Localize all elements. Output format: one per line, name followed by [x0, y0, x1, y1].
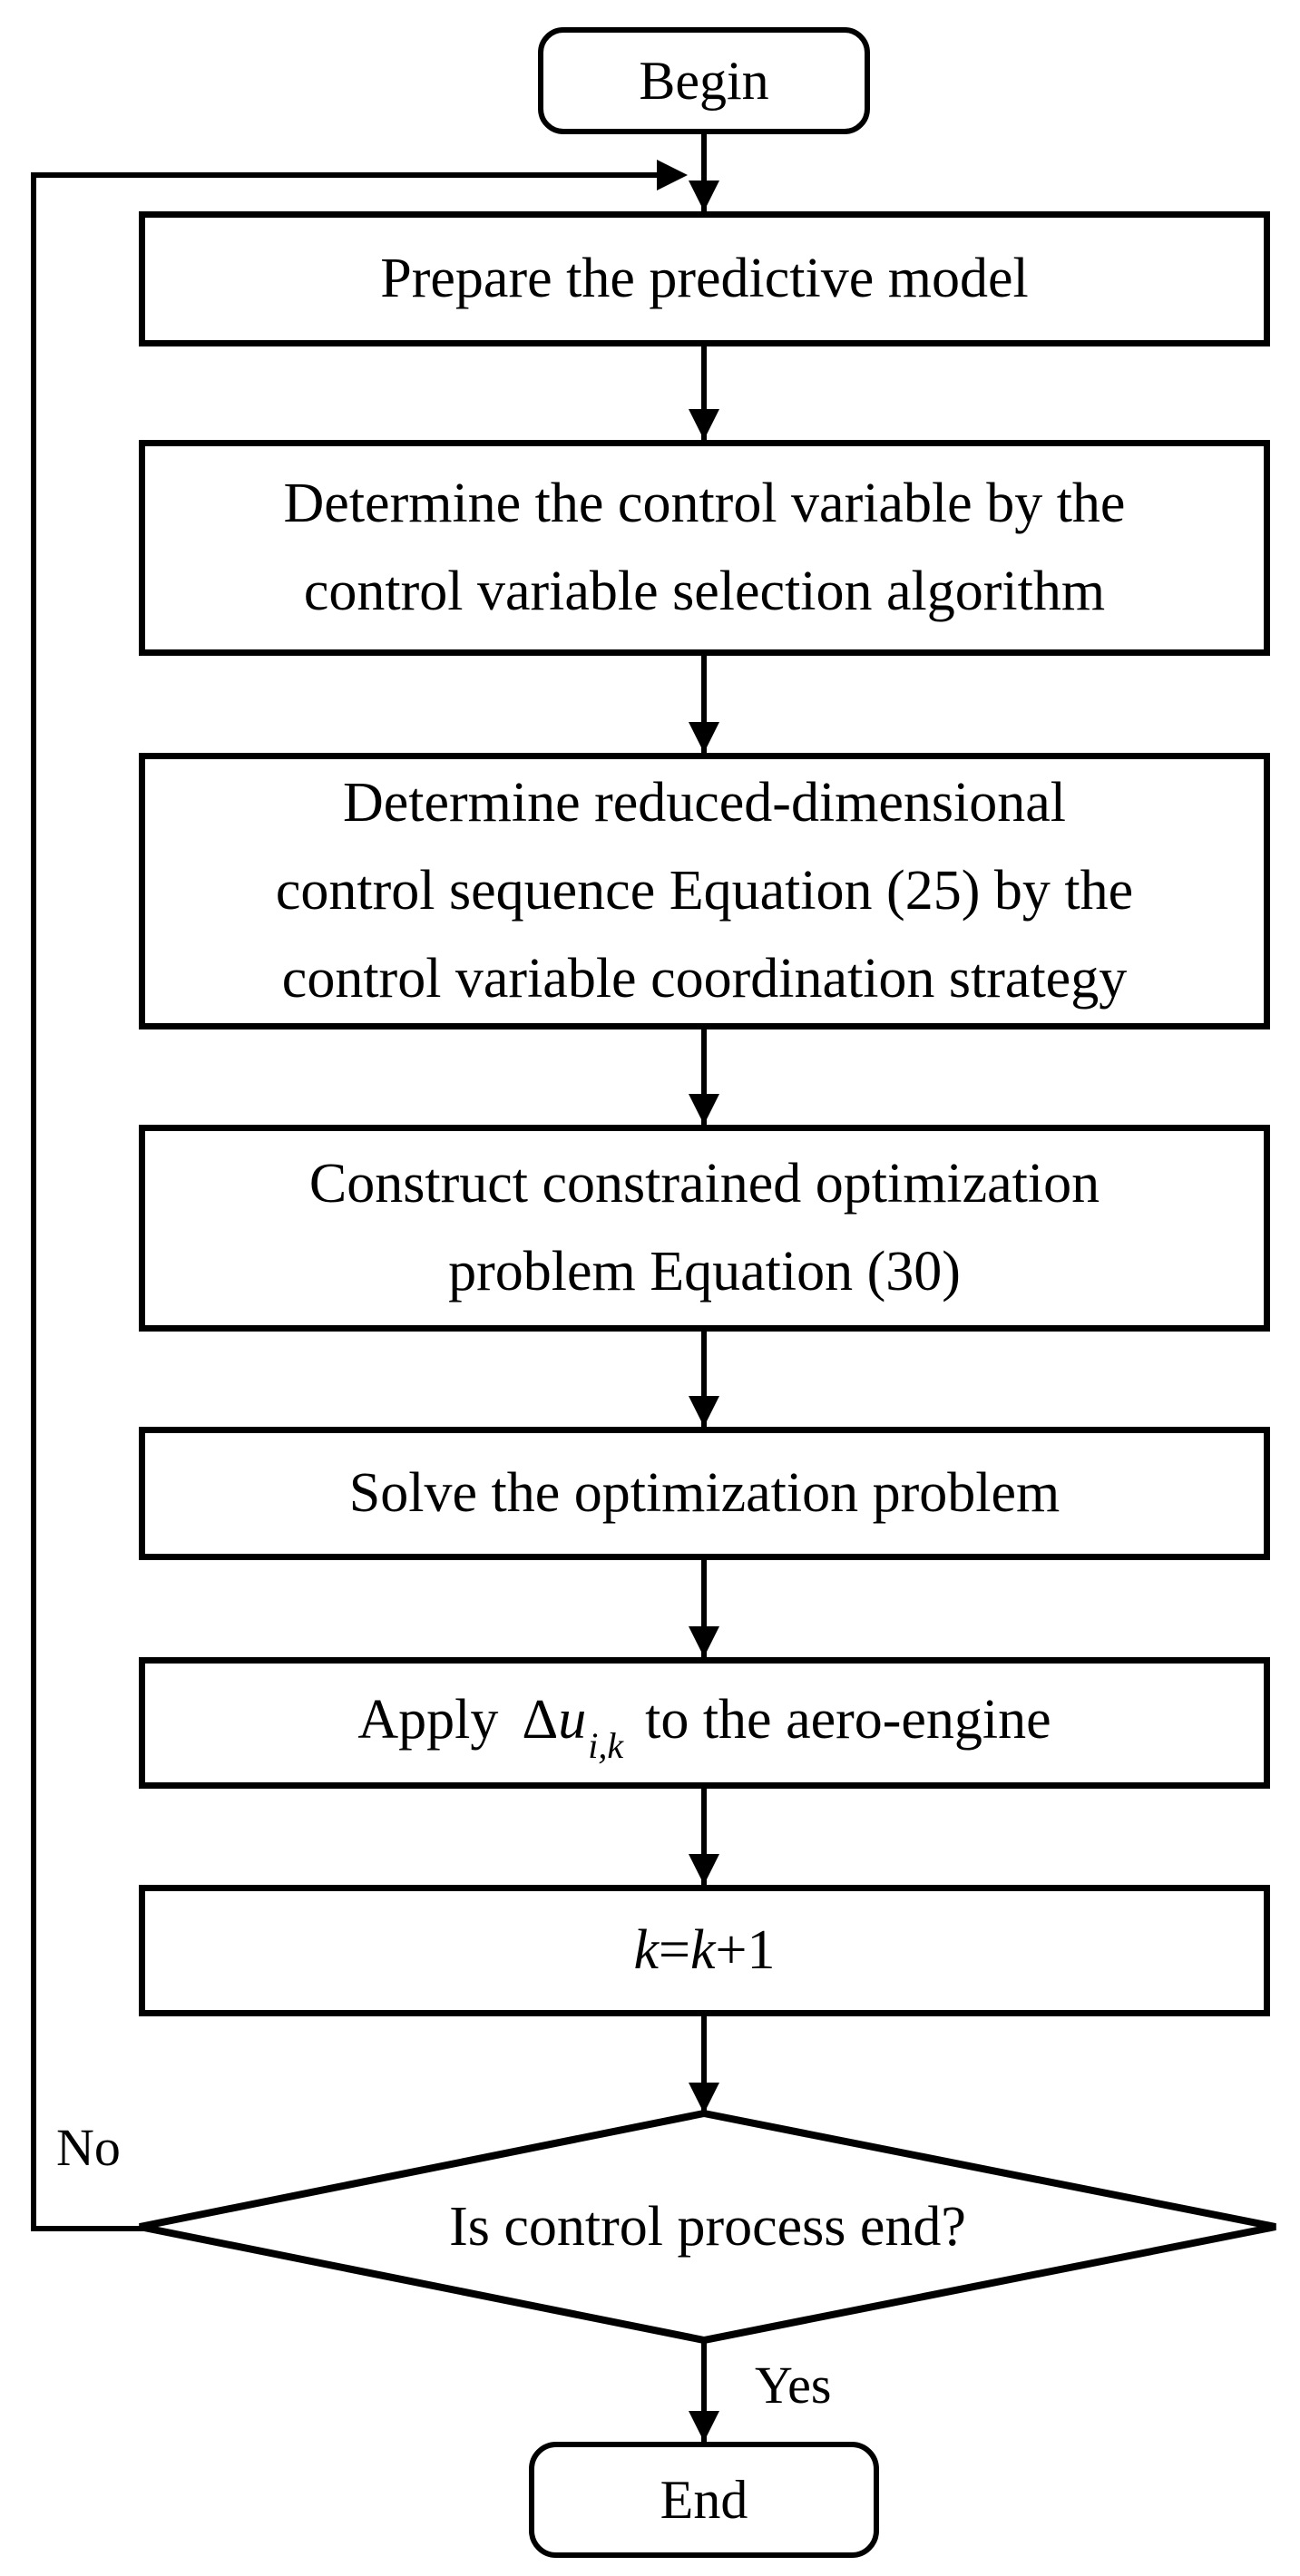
- decision-label: Is control process end?: [132, 2106, 1283, 2347]
- feedback-line-top: [31, 172, 660, 178]
- delta-symbol: Δ: [522, 1689, 559, 1751]
- arrowhead-down-icon: [689, 2083, 719, 2113]
- yes-label: Yes: [755, 2356, 832, 2415]
- process-label-line: control variable coordination strategy: [281, 948, 1128, 1010]
- feedback-line-bottom: [31, 2226, 143, 2231]
- subscript-ik: i,k: [588, 1725, 624, 1766]
- process-label: Prepare the predictive model: [380, 248, 1029, 309]
- connector-apply-to-kupdate: [701, 1789, 707, 1885]
- process-label-line: Construct constrained optimization: [308, 1153, 1100, 1215]
- decision-diamond-shape: [139, 2109, 1276, 2345]
- process-label-line: control sequence Equation (25) by the: [275, 860, 1134, 922]
- decision-label-text: Is control process end?: [449, 2195, 966, 2258]
- connector-begin-to-prepare: [701, 134, 707, 211]
- process-label-line: Determine reduced-dimensional: [342, 772, 1067, 834]
- process-box-reduced-dimensional-sequence: Determine reduced-dimensional control se…: [139, 753, 1270, 1029]
- arrowhead-down-icon: [689, 1396, 719, 1427]
- delta-u-term: Δui,k: [522, 1676, 624, 1770]
- no-label: No: [56, 2118, 121, 2177]
- arrowhead-down-icon: [689, 181, 719, 211]
- process-box-k-update: k=k+1: [139, 1885, 1270, 2016]
- connector-construct-to-solve: [701, 1332, 707, 1427]
- arrowhead-down-icon: [689, 2411, 719, 2442]
- end-label: End: [660, 2469, 748, 2530]
- process-label: Solve the optimization problem: [348, 1462, 1061, 1524]
- increment: +1: [715, 1919, 776, 1981]
- process-box-construct-optimization: Construct constrained optimization probl…: [139, 1125, 1270, 1332]
- connector-kupdate-to-decision: [701, 2016, 707, 2113]
- arrowhead-down-icon: [689, 1094, 719, 1125]
- equals-sign: =: [659, 1919, 690, 1981]
- apply-equation: Apply Δui,k to the aero-engine: [357, 1676, 1051, 1770]
- process-label-line: control variable selection algorithm: [303, 561, 1106, 622]
- process-box-solve-optimization: Solve the optimization problem: [139, 1427, 1270, 1560]
- begin-label: Begin: [639, 50, 769, 111]
- feedback-arrowhead-right-icon: [657, 160, 688, 190]
- process-box-apply-control: Apply Δui,k to the aero-engine: [139, 1657, 1270, 1789]
- u-variable: u: [558, 1689, 587, 1751]
- connector-determine-to-reduced: [701, 656, 707, 753]
- k-variable: k: [633, 1919, 660, 1981]
- connector-prepare-to-determine: [701, 346, 707, 440]
- connector-solve-to-apply: [701, 1560, 707, 1657]
- connector-decision-to-end: [701, 2343, 707, 2442]
- decision-diamond: [139, 2109, 1276, 2345]
- process-label-line: problem Equation (30): [448, 1241, 961, 1303]
- end-node: End: [529, 2442, 879, 2558]
- k-variable: k: [690, 1919, 716, 1981]
- process-label-line: Determine the control variable by the: [283, 473, 1126, 534]
- process-box-prepare-model: Prepare the predictive model: [139, 211, 1270, 346]
- k-update-equation: k=k+1: [634, 1907, 776, 1995]
- arrowhead-down-icon: [689, 722, 719, 753]
- apply-suffix: to the aero-engine: [645, 1689, 1051, 1751]
- begin-node: Begin: [538, 27, 870, 134]
- arrowhead-down-icon: [689, 409, 719, 440]
- apply-prefix: Apply: [357, 1689, 499, 1751]
- connector-reduced-to-construct: [701, 1029, 707, 1125]
- arrowhead-down-icon: [689, 1854, 719, 1885]
- process-box-determine-control-variable: Determine the control variable by the co…: [139, 440, 1270, 656]
- feedback-line-vertical: [31, 172, 36, 2231]
- arrowhead-down-icon: [689, 1626, 719, 1657]
